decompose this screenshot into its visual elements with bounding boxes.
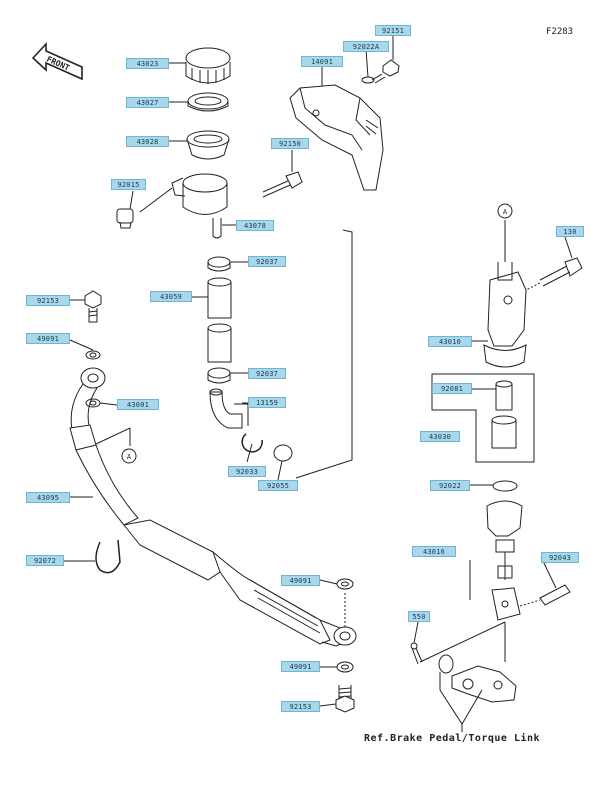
reservoir-hose xyxy=(207,277,232,363)
reference-note: Ref.Brake Pedal/Torque Link xyxy=(364,733,541,744)
reservoir-diaphragm xyxy=(186,130,230,160)
part-label[interactable]: 130 xyxy=(556,226,584,237)
part-label[interactable]: 92150 xyxy=(271,138,309,149)
part-label[interactable]: 550 xyxy=(408,611,430,622)
callout-a-right: A xyxy=(497,203,513,219)
pin-92043 xyxy=(519,584,571,607)
part-label[interactable]: 43059 xyxy=(150,291,192,302)
part-label[interactable]: 92153 xyxy=(281,701,320,712)
part-label[interactable]: 49091 xyxy=(281,575,320,586)
push-rod-assembly xyxy=(469,500,523,621)
part-label[interactable]: 43010 xyxy=(428,336,472,347)
banjo-fitting xyxy=(333,626,357,646)
part-label[interactable]: 92072 xyxy=(26,555,64,566)
bolt-92151 xyxy=(371,59,400,84)
clamp-92072 xyxy=(95,539,121,574)
part-label[interactable]: 43001 xyxy=(117,399,159,410)
bolt-92150 xyxy=(262,171,303,198)
hose-clamp-bottom xyxy=(207,367,231,384)
part-label[interactable]: 92043 xyxy=(541,552,579,563)
banjo-bolt-bottom xyxy=(335,685,355,713)
part-label[interactable]: 92081 xyxy=(432,383,472,394)
ref-leader xyxy=(439,672,483,725)
banjo-bolt-top xyxy=(84,290,102,323)
brake-hose xyxy=(69,367,351,647)
cotter-pin xyxy=(410,642,423,665)
reservoir-body xyxy=(139,173,228,239)
part-label[interactable]: 92015 xyxy=(111,179,146,190)
part-label[interactable]: 43016 xyxy=(412,546,456,557)
part-label[interactable]: 43028 xyxy=(126,136,169,147)
circlip-92022 xyxy=(492,480,518,492)
reservoir-cap xyxy=(185,47,231,84)
part-label[interactable]: 49091 xyxy=(281,661,320,672)
callout-a-left: A xyxy=(121,448,137,464)
piston-kit-box xyxy=(431,373,535,463)
part-label[interactable]: 92033 xyxy=(228,466,266,477)
hose-clamp-top xyxy=(207,256,231,272)
front-arrow-icon xyxy=(31,41,83,81)
part-label[interactable]: 43078 xyxy=(236,220,274,231)
hose-elbow xyxy=(209,388,249,429)
part-label[interactable]: 43095 xyxy=(26,492,70,503)
gasket-49091-mid xyxy=(336,578,354,590)
part-label[interactable]: 92037 xyxy=(248,368,286,379)
callout-a-right-label: A xyxy=(503,208,508,216)
callout-a-left-label: A xyxy=(127,453,132,461)
gasket-43001 xyxy=(85,398,101,408)
part-label[interactable]: 14091 xyxy=(301,56,343,67)
pedal-link xyxy=(451,622,517,703)
reservoir-plate xyxy=(187,92,229,112)
gasket-49091-top xyxy=(85,350,101,360)
gasket-49091-bottom xyxy=(336,661,354,673)
figure-code: F2283 xyxy=(546,27,574,37)
reservoir-cover xyxy=(289,84,384,191)
bolt-92015 xyxy=(116,208,134,229)
o-ring-92055 xyxy=(273,444,293,462)
part-label[interactable]: 92022A xyxy=(343,41,389,52)
part-label[interactable]: 92153 xyxy=(26,295,70,306)
part-label[interactable]: 92037 xyxy=(248,256,286,267)
part-label[interactable]: 43023 xyxy=(126,58,169,69)
part-label[interactable]: 92055 xyxy=(258,480,298,491)
part-label[interactable]: 43030 xyxy=(420,431,460,442)
part-label[interactable]: 13159 xyxy=(248,397,286,408)
part-label[interactable]: 43027 xyxy=(126,97,169,108)
part-label[interactable]: 92151 xyxy=(375,25,411,36)
bolt-130 xyxy=(525,257,583,291)
circlip-92033 xyxy=(241,433,263,453)
part-label[interactable]: 92022 xyxy=(430,480,470,491)
part-label[interactable]: 49091 xyxy=(26,333,70,344)
master-cylinder xyxy=(483,220,527,368)
washer xyxy=(438,654,454,674)
